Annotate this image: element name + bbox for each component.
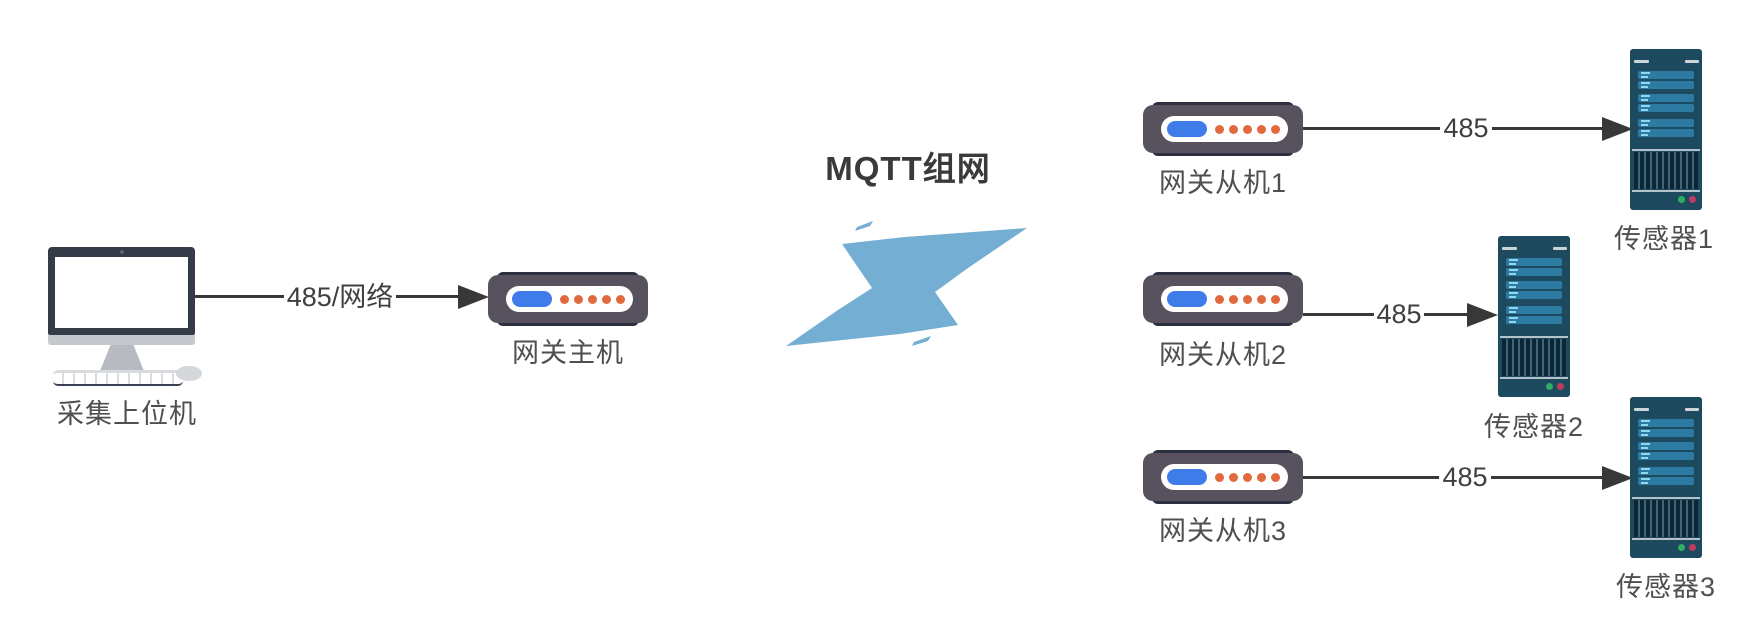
vent-grille [1634,152,1698,189]
monitor-screen [55,257,188,328]
arrowhead-icon [1602,466,1633,490]
led-green [1546,383,1553,390]
led-green [1678,544,1685,551]
lightning-bolt-icon [786,221,1027,346]
arrowhead-icon [1467,303,1498,327]
monitor-chin [48,335,195,345]
vent-grille [1634,500,1698,537]
vent-grille [1502,339,1566,376]
gateway-master-label: 网关主机 [512,338,624,368]
server-tower-icon [1630,397,1702,558]
led-red [1689,544,1696,551]
led-red [1689,196,1696,203]
gateway-slave2-label: 网关从机2 [1158,340,1288,370]
edge-label-485: 485 [1374,298,1424,331]
gateway-device-icon [488,272,648,326]
gateway-device-icon [1143,272,1303,326]
monitor-stand [100,345,144,371]
sensor3-label: 传感器3 [1615,572,1717,602]
edge-label-485: 485 [1440,112,1492,145]
arrowhead-icon [458,285,489,309]
edge-label-485: 485 [1439,461,1491,494]
arrowhead-icon [1602,117,1633,141]
gateway-slave3-label: 网关从机3 [1158,516,1288,546]
led-red [1557,383,1564,390]
gateway-device-icon [1143,102,1303,156]
mouse-icon [176,366,202,381]
gateway-slave1-label: 网关从机1 [1158,168,1288,198]
sensor2-label: 传感器2 [1483,412,1585,442]
edge-label-485-network: 485/网络 [284,281,396,314]
mqtt-network-title: MQTT组网 [825,150,991,187]
sensor1-label: 传感器1 [1613,224,1715,254]
monitor-camera-dot [120,250,124,254]
server-tower-icon [1498,236,1570,397]
server-tower-icon [1630,49,1702,210]
keyboard-icon [53,370,183,386]
host-computer-label: 采集上位机 [57,399,197,429]
gateway-device-icon [1143,450,1303,504]
led-green [1678,196,1685,203]
